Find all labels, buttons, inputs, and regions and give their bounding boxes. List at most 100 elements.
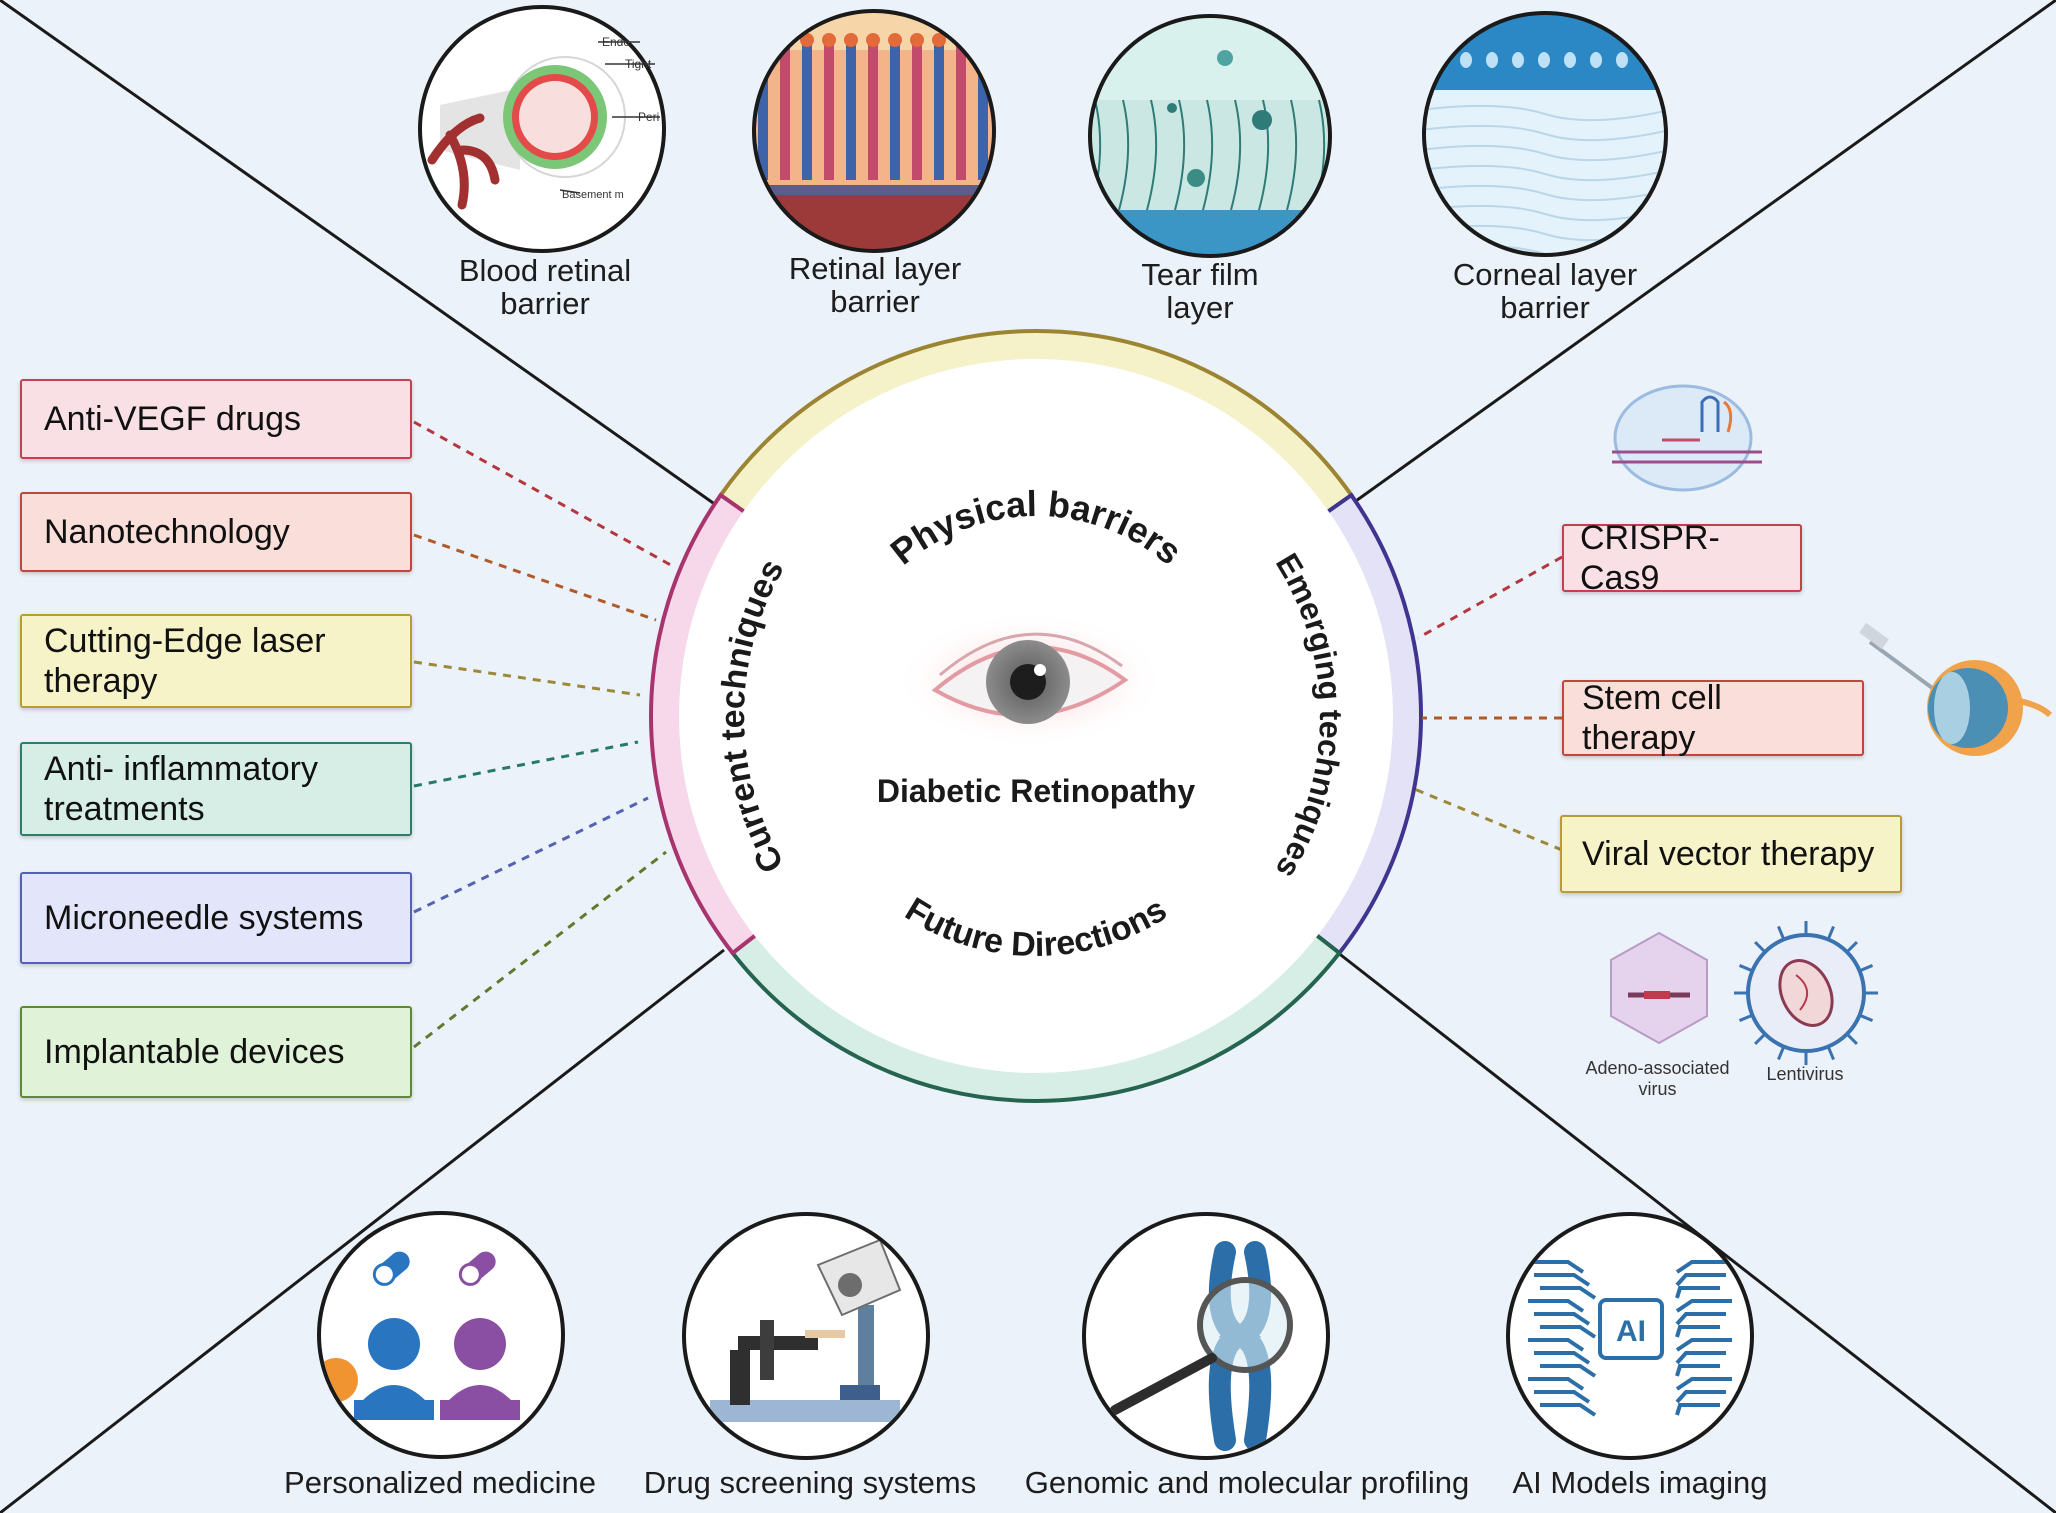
- retina-rod-tip: [800, 33, 814, 47]
- future-icon-microscope: [682, 1212, 930, 1460]
- retina-rod-tip: [976, 33, 990, 47]
- ai-badge: AI: [1616, 1315, 1646, 1348]
- barrier-icon-corneal-layer: [1422, 11, 1668, 257]
- left-connectors: [413, 420, 1563, 1049]
- divider-line-bottom-left: [0, 948, 725, 1513]
- tear-mucin-strand: [1174, 99, 1186, 211]
- virus-label-lentivirus: Lentivirus: [1766, 1064, 1844, 1084]
- current-technique-nanotechnology: Nanotechnology: [20, 492, 412, 572]
- lentivirus-spike: [1754, 941, 1767, 954]
- future-label-drug-screening: Drug screening systems: [643, 1465, 977, 1500]
- tear-mucin-strand: [1286, 99, 1298, 211]
- retina-rod: [868, 40, 878, 180]
- lentivirus-spike: [1754, 1032, 1767, 1045]
- corneal-stroma-fiber: [1424, 164, 1666, 182]
- corneal-cell-nucleus: [1616, 52, 1628, 68]
- ai-circuit-trace: [1534, 1273, 1726, 1287]
- eye-injection-icon: [1859, 622, 2053, 756]
- ai-circuit-trace: [1528, 1377, 1732, 1391]
- retina-rod: [824, 40, 834, 180]
- corneal-cell-nucleus: [1460, 52, 1472, 68]
- adeno-associated-virus-icon: [1610, 931, 1708, 1045]
- inset-label-tight: Tight: [625, 57, 652, 71]
- retina-rod-tip: [756, 33, 770, 47]
- barrier-icon-tear-film: [1088, 14, 1332, 258]
- lentivirus-spike: [1738, 1013, 1753, 1022]
- ai-circuit-trace: [1528, 1299, 1732, 1313]
- retina-rod-tip: [932, 33, 946, 47]
- lentivirus-spike: [1826, 1046, 1835, 1061]
- retina-rod: [912, 40, 922, 180]
- future-icon-genomic-profiling: [1082, 1212, 1330, 1460]
- future-label-personalized-medicine: Personalized medicine: [284, 1465, 596, 1500]
- connector-nanotechnology: [413, 533, 657, 622]
- retina-rod: [780, 40, 790, 180]
- ai-circuit-trace: [1534, 1351, 1726, 1365]
- tear-mucin-strand: [1118, 99, 1130, 211]
- emerging-technique-stem-cell: Stem cell therapy: [1562, 679, 1864, 757]
- future-icon-ai-brain: AI: [1506, 1212, 1754, 1460]
- connector-crispr: [1417, 555, 1563, 640]
- lentivirus-spike: [1777, 925, 1786, 940]
- ai-circuit-trace: [1540, 1286, 1720, 1300]
- connector-anti-inflammatory: [413, 740, 639, 788]
- inset-label-peri: Peri: [638, 110, 659, 124]
- connector-laser: [413, 660, 641, 697]
- retina-rod-tip: [822, 33, 836, 47]
- corneal-stroma-fiber: [1424, 144, 1666, 162]
- lentivirus-spike: [1859, 1013, 1874, 1022]
- ai-circuit-trace: [1540, 1403, 1720, 1417]
- current-technique-microneedle: Microneedle systems: [20, 872, 412, 964]
- ai-circuit-trace: [1534, 1312, 1726, 1326]
- inset-label-endo: Endo: [602, 35, 630, 49]
- lentivirus-spike: [1826, 925, 1835, 940]
- eye-icon: [895, 612, 1165, 748]
- ai-circuit-trace: [1528, 1260, 1732, 1274]
- barrier-label-blood-retinal: Blood retinal barrier: [458, 253, 632, 322]
- barrier-label-tear-film: Tear film layer: [1141, 257, 1259, 326]
- ai-circuit-trace: [1528, 1338, 1732, 1352]
- retina-rod: [758, 40, 768, 180]
- corneal-stroma-fiber: [1424, 204, 1666, 222]
- corneal-stroma-fiber: [1424, 104, 1666, 122]
- current-technique-anti-vegf: Anti-VEGF drugs: [20, 379, 412, 459]
- retina-rod: [802, 40, 812, 180]
- ai-circuit-trace: [1534, 1390, 1726, 1404]
- connector-viral-vector: [1411, 786, 1563, 852]
- lentivirus-spike: [1845, 941, 1858, 954]
- crispr-icon: [1612, 384, 1762, 492]
- barrier-icon-retinal-layer: [752, 9, 996, 253]
- future-label-genomic-profiling: Genomic and molecular profiling: [1024, 1465, 1470, 1500]
- future-icon-personalized-medicine: [317, 1211, 565, 1459]
- retina-rod-tip: [866, 33, 880, 47]
- ai-circuit-trace: [1540, 1364, 1720, 1378]
- lentivirus-spike: [1777, 1046, 1786, 1061]
- barrier-icon-blood-retinal: Endo Tight Peri Basement m: [418, 5, 666, 253]
- divider-line-top-left: [0, 0, 717, 507]
- retina-rod: [934, 40, 944, 180]
- corneal-stroma-fiber: [1424, 124, 1666, 142]
- retina-rod: [890, 40, 900, 180]
- divider-line-top-right: [1352, 0, 2056, 505]
- lentivirus-icon: [1734, 921, 1878, 1065]
- barrier-label-corneal-layer: Corneal layer barrier: [1452, 257, 1638, 326]
- current-technique-anti-inflammatory: Anti- inflammatory treatments: [20, 742, 412, 836]
- corneal-stroma-fiber: [1424, 184, 1666, 202]
- connector-implantable: [413, 850, 667, 1049]
- lentivirus-spike: [1738, 964, 1753, 973]
- corneal-cell-nucleus: [1590, 52, 1602, 68]
- current-technique-implantable: Implantable devices: [20, 1006, 412, 1098]
- retina-rod: [978, 40, 988, 180]
- current-technique-laser-therapy: Cutting-Edge laser therapy: [20, 614, 412, 708]
- inset-label-basement: Basement m: [562, 189, 624, 201]
- tear-mucin-strand: [1146, 99, 1158, 211]
- retina-rod-tip: [910, 33, 924, 47]
- lentivirus-spike: [1845, 1032, 1858, 1045]
- virus-label-aav: Adeno-associated virus: [1585, 1058, 1730, 1099]
- ai-circuit-trace: [1540, 1325, 1720, 1339]
- corneal-cell-nucleus: [1486, 52, 1498, 68]
- emerging-technique-crispr: CRISPR-Cas9: [1562, 519, 1802, 597]
- connector-anti-vegf: [413, 420, 677, 570]
- retina-rod-tip: [888, 33, 902, 47]
